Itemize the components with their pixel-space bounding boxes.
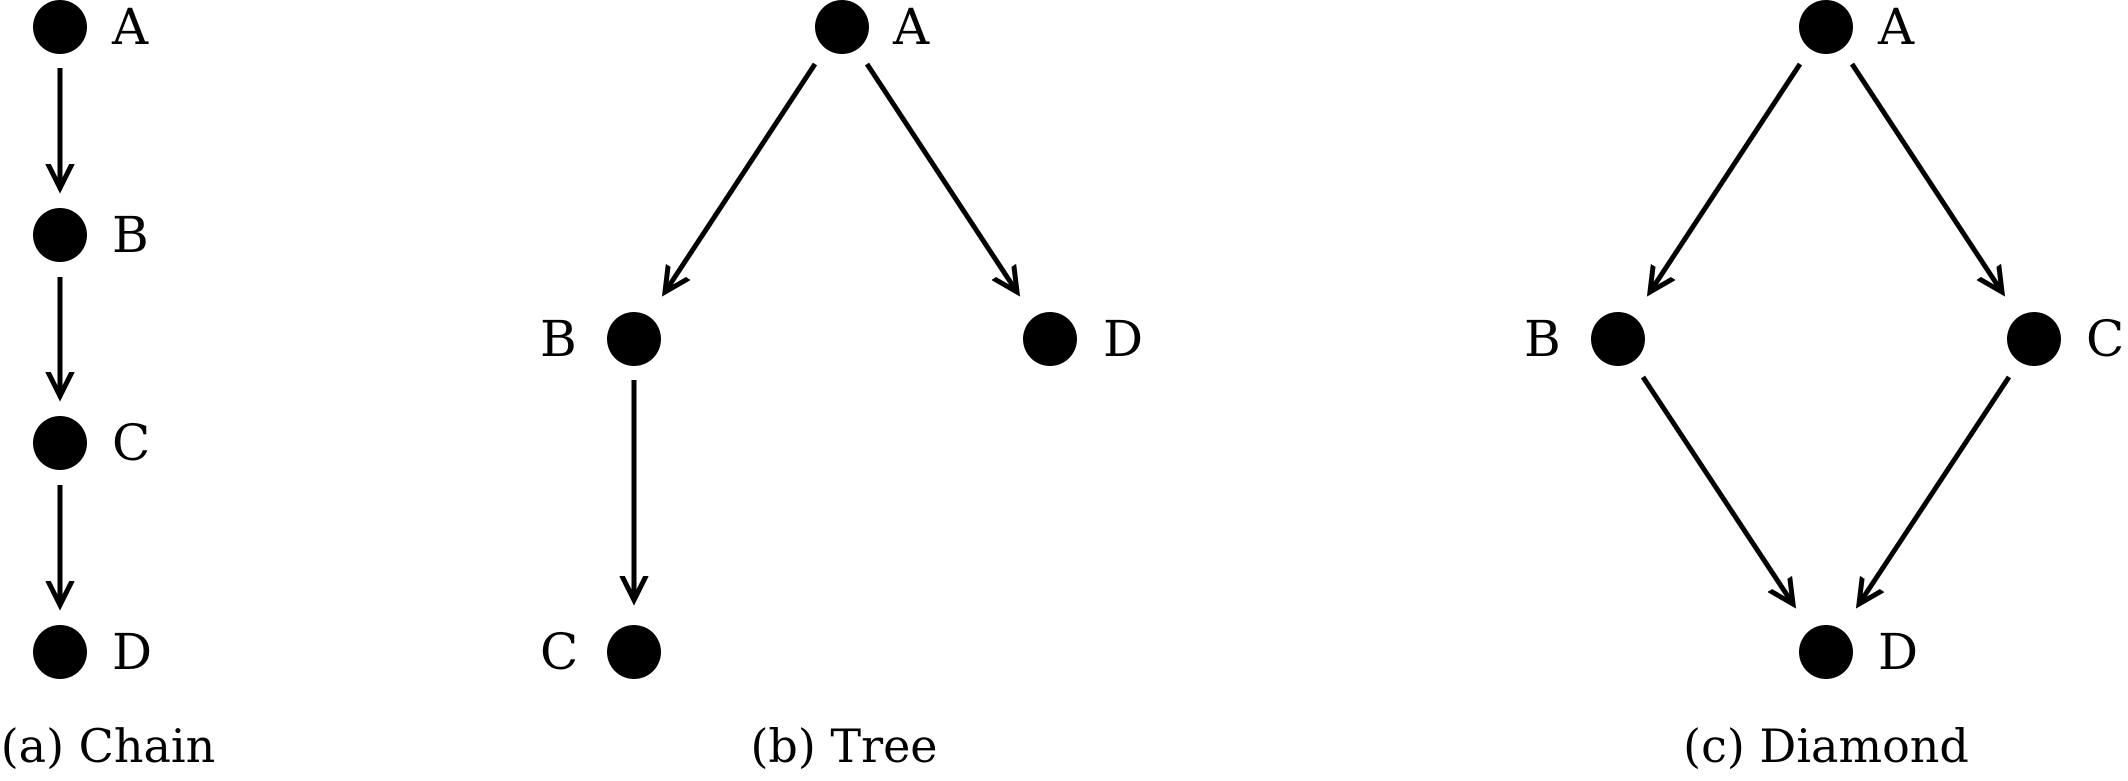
node-chain-a	[33, 0, 87, 54]
label-tree-d: D	[1103, 310, 1143, 368]
node-tree-b	[607, 312, 661, 366]
edge-tree-a-d	[864, 62, 1017, 292]
label-chain-a: A	[111, 0, 149, 56]
tree-diagram: A B D C (b) Tree	[540, 0, 1143, 773]
edge-diamond-b-d	[1640, 375, 1793, 604]
node-tree-c	[607, 625, 661, 679]
node-diamond-c	[2007, 312, 2061, 366]
caption-diamond: (c) Diamond	[1683, 719, 1969, 773]
label-tree-c: C	[540, 623, 578, 681]
node-chain-c	[33, 416, 87, 470]
label-diamond-a: A	[1877, 0, 1915, 56]
label-chain-b: B	[112, 206, 149, 264]
chain-diagram: A B C D (a) Chain	[1, 0, 216, 773]
caption-chain: (a) Chain	[1, 719, 216, 773]
label-chain-d: D	[112, 623, 152, 681]
node-tree-d	[1023, 312, 1077, 366]
label-diamond-d: D	[1878, 623, 1918, 681]
edge-tree-a-b	[665, 62, 818, 292]
node-diamond-d	[1799, 625, 1853, 679]
edge-diamond-a-c	[1849, 62, 2002, 292]
node-chain-b	[33, 208, 87, 262]
label-diamond-c: C	[2086, 310, 2124, 368]
label-tree-a: A	[892, 0, 930, 56]
label-chain-c: C	[112, 414, 150, 472]
edge-diamond-c-d	[1859, 375, 2012, 604]
diamond-diagram: A B C D (c) Diamond	[1524, 0, 2124, 773]
caption-tree: (b) Tree	[750, 719, 937, 773]
label-diamond-b: B	[1524, 310, 1561, 368]
label-tree-b: B	[540, 310, 577, 368]
node-tree-a	[815, 0, 869, 54]
node-chain-d	[33, 625, 87, 679]
edge-diamond-a-b	[1650, 62, 1803, 292]
node-diamond-b	[1591, 312, 1645, 366]
node-diamond-a	[1799, 0, 1853, 54]
